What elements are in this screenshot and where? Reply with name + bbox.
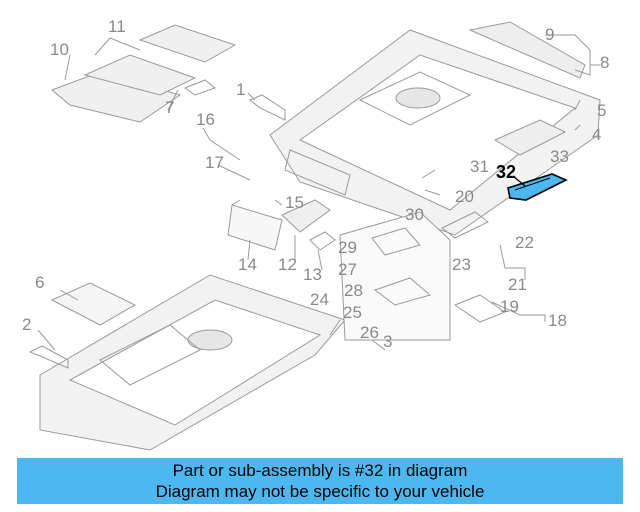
callout-8: 8	[600, 53, 609, 72]
callout-4: 4	[592, 125, 601, 144]
lamp-housing-23	[441, 211, 489, 239]
callout-7: 7	[165, 98, 174, 117]
headliner-upper	[269, 29, 601, 236]
callout-28: 28	[344, 281, 363, 300]
callout-26: 26	[360, 323, 379, 342]
callout-15: 15	[285, 193, 304, 212]
callout-29: 29	[338, 238, 357, 257]
callout-1: 1	[236, 80, 245, 99]
callout-3: 3	[383, 332, 392, 351]
callout-31: 31	[470, 157, 489, 176]
callout-27: 27	[338, 260, 357, 279]
callout-labels: 1234567891011121314151617181920212223242…	[22, 17, 609, 351]
callout-25: 25	[343, 303, 362, 322]
sunroof-frame	[50, 282, 137, 326]
trim-strip	[468, 21, 586, 79]
map-lamp-13	[309, 231, 336, 251]
callout-5: 5	[597, 101, 606, 120]
callout-18: 18	[548, 311, 567, 330]
callout-12: 12	[278, 255, 297, 274]
grab-handle-lower	[28, 345, 69, 369]
callout-10: 10	[50, 40, 69, 59]
callout-6: 6	[35, 273, 44, 292]
lamp-18	[453, 294, 507, 323]
callout-17: 17	[205, 153, 224, 172]
info-banner: Part or sub-assembly is #32 in diagram D…	[17, 458, 623, 504]
callout-9: 9	[545, 25, 554, 44]
callout-22: 22	[515, 233, 534, 252]
banner-line-1: Part or sub-assembly is #32 in diagram	[172, 461, 468, 480]
callout-23: 23	[452, 255, 471, 274]
callout-20: 20	[455, 187, 474, 206]
parts-diagram: 1234567891011121314151617181920212223242…	[22, 17, 609, 451]
overhead-console	[339, 211, 451, 341]
highlighted-part-32[interactable]	[507, 173, 568, 201]
callout-14: 14	[238, 255, 257, 274]
callout-30: 30	[405, 205, 424, 224]
callout-16: 16	[196, 110, 215, 129]
roof-panels	[51, 24, 237, 123]
map-lamp-12	[281, 199, 331, 233]
headliner-lower	[39, 274, 346, 451]
grab-handle-upper	[249, 94, 286, 121]
callout-13: 13	[303, 265, 322, 284]
banner-line-2: Diagram may not be specific to your vehi…	[155, 482, 485, 501]
callout-32: 32	[496, 162, 516, 182]
sun-visor	[227, 204, 283, 251]
callout-2: 2	[22, 315, 31, 334]
callout-33: 33	[550, 147, 569, 166]
callout-24: 24	[310, 290, 329, 309]
room-lamp-31	[493, 119, 567, 156]
callout-11: 11	[108, 17, 126, 36]
callout-21: 21	[508, 275, 527, 294]
callout-19: 19	[500, 297, 519, 316]
